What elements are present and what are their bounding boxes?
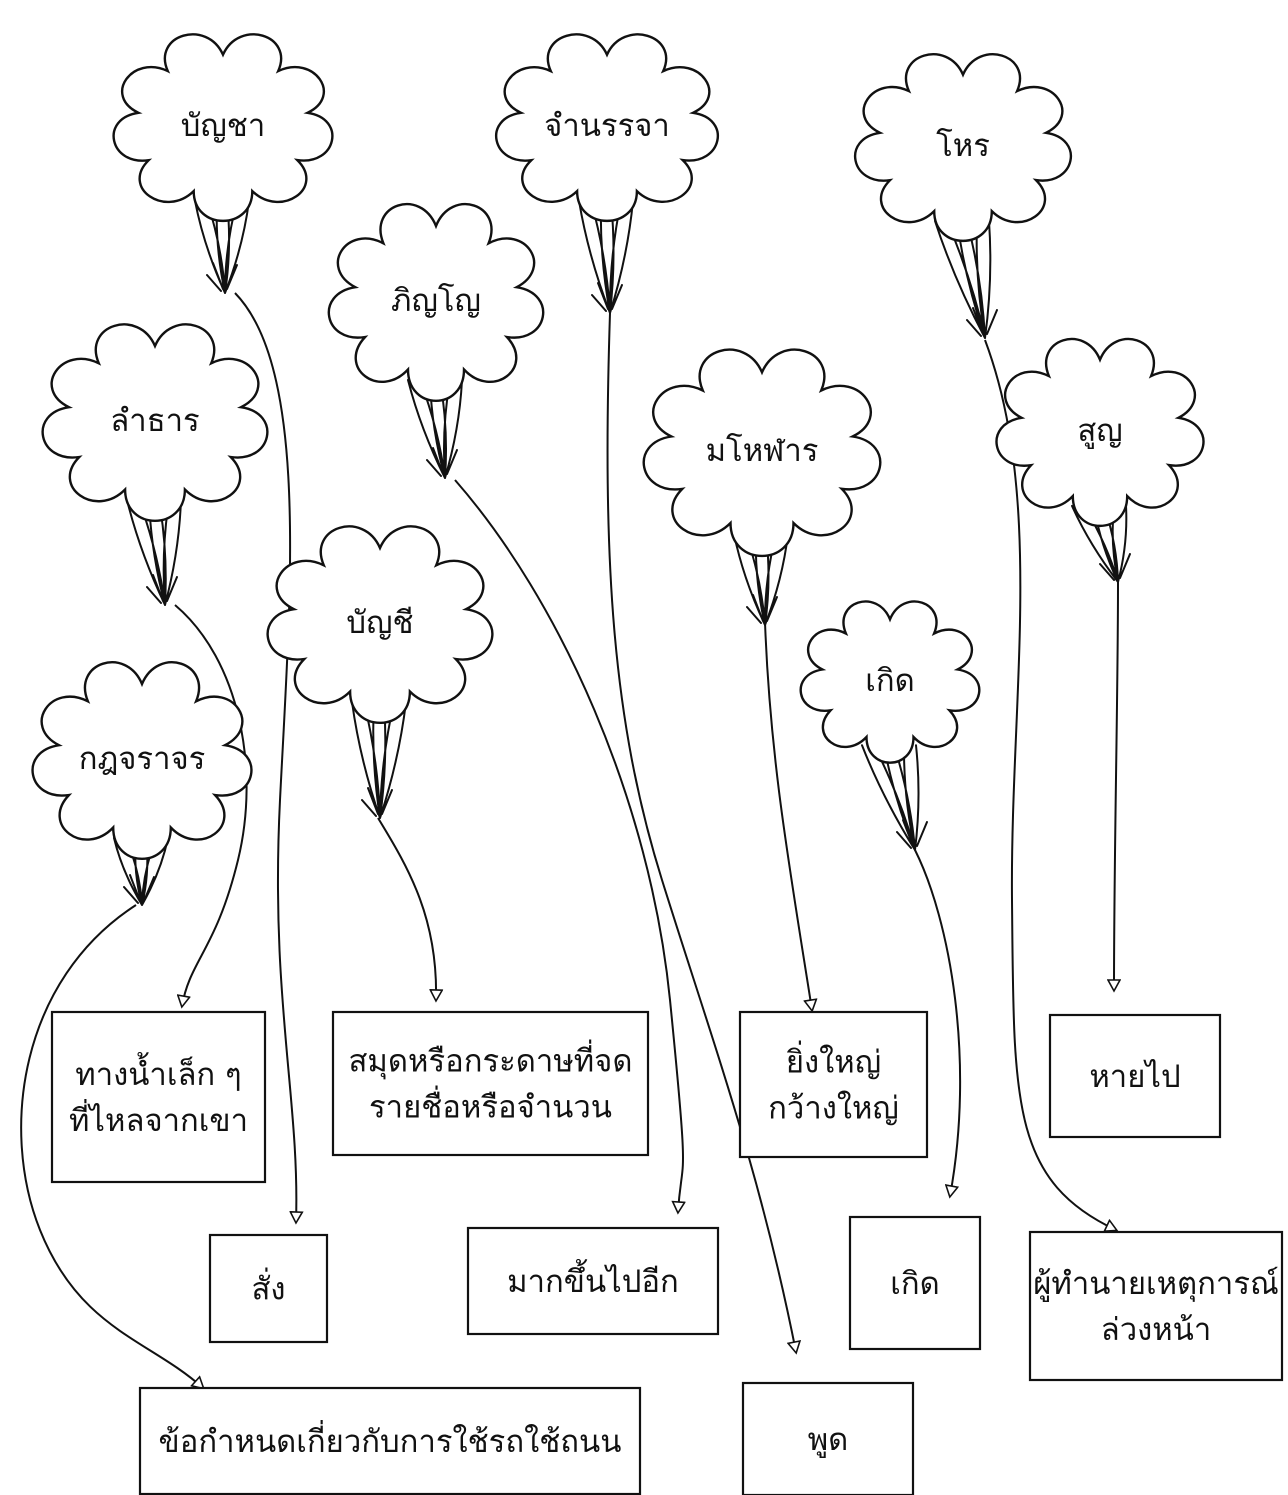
cloud-word-label: ลำธาร <box>110 403 199 439</box>
link-banchi-notebook <box>377 817 436 1000</box>
definition-box-frame <box>466 1226 720 1336</box>
cloud-stem <box>733 533 789 626</box>
definition-text-line: กว้างใหญ่ <box>768 1091 899 1127</box>
definition-box-frame <box>1048 1013 1222 1139</box>
cloud-word-label: จำนรรจา <box>544 108 670 144</box>
cloud-word-label: ภิญโญ <box>391 283 481 319</box>
definition-box-frame <box>738 1010 929 1159</box>
cloud-word-label: บัญชา <box>181 108 266 144</box>
definition-text-line: ที่ไหลจากเขา <box>69 1099 248 1139</box>
definition-box-frame <box>331 1010 650 1157</box>
definition-box-small-stream: ทางน้ำเล็ก ๆที่ไหลจากเขา <box>50 1010 267 1184</box>
definition-text-line: มากขึ้นไปอีก <box>507 1259 679 1300</box>
definition-box-frame <box>50 1010 267 1184</box>
cloud-shape <box>112 33 334 223</box>
definition-box-frame <box>741 1381 915 1495</box>
cloud-word-label: กฎจราจร <box>79 741 206 777</box>
link-lamthan-stream <box>174 604 248 1006</box>
link-chamnanchan-speak <box>606 312 796 1352</box>
cloud-stem <box>1071 504 1131 583</box>
cloud-shape <box>853 53 1073 243</box>
cloud-shape <box>41 323 269 523</box>
cloud-word-label: สูญ <box>1077 413 1122 449</box>
cloud-shape <box>799 600 981 764</box>
definition-text-line: ผู้ทำนายเหตุการณ์ <box>1033 1266 1279 1303</box>
definition-box-more: มากขึ้นไปอีก <box>466 1226 720 1336</box>
definition-text-line: พูด <box>808 1422 849 1458</box>
cloud-word-label: โหร <box>936 128 990 164</box>
cloud-shape <box>266 525 494 725</box>
definition-box-traffic-rules: ข้อกำหนดเกี่ยวกับการใช้รถใช้ถนน <box>138 1386 642 1495</box>
definition-box-frame <box>1028 1230 1284 1382</box>
definition-box-frame <box>138 1386 642 1495</box>
cloud-shape <box>642 348 882 557</box>
definition-box-big: ยิ่งใหญ่กว้างใหญ่ <box>738 1010 929 1159</box>
word-cloud-kot: กฎจราจร <box>31 661 253 906</box>
link-suun-vanish <box>1114 581 1118 990</box>
definition-box-frame <box>208 1233 329 1344</box>
word-cloud-banchha: บัญชา <box>112 33 334 294</box>
definition-boxes: ทางน้ำเล็ก ๆที่ไหลจากเขา สมุดหรือกระดาษที… <box>50 1010 1284 1495</box>
word-cloud-koet: เกิด <box>799 600 981 851</box>
link-banchha-order <box>234 292 296 1222</box>
link-kot-traffic <box>20 904 203 1388</box>
definition-text-line: ยิ่งใหญ่ <box>786 1041 881 1081</box>
word-cloud-banchi: บัญชี <box>266 525 494 819</box>
cloud-stem <box>407 379 463 479</box>
link-phinyo-more <box>454 479 683 1212</box>
word-cloud-chamnanchan: จำนรรจา <box>495 33 719 314</box>
cloud-stem <box>578 199 634 314</box>
cloud-shape <box>995 337 1205 528</box>
definition-box-foreteller: ผู้ทำนายเหตุการณ์ล่วงหน้า <box>1028 1230 1284 1382</box>
definition-box-frame <box>848 1215 982 1351</box>
connector-lines <box>20 292 1118 1388</box>
cloud-stem <box>934 219 998 339</box>
link-horn-foreteller <box>984 339 1116 1230</box>
word-cloud-horn: โหร <box>853 53 1073 339</box>
definition-box-vanish: หายไป <box>1048 1013 1222 1139</box>
cloud-stem <box>194 199 250 294</box>
word-cloud-suun: สูญ <box>995 337 1205 583</box>
definition-text-line: สั่ง <box>251 1268 285 1308</box>
cloud-stem <box>126 499 182 606</box>
definition-box-speak: พูด <box>741 1381 915 1495</box>
cloud-word-label: บัญชี <box>346 605 413 641</box>
link-koet-born <box>914 849 962 1196</box>
cloud-shape <box>31 661 253 861</box>
definition-text-line: เกิด <box>890 1266 940 1302</box>
word-cloud-phinyo: ภิญโญ <box>327 203 545 479</box>
cloud-stem <box>351 701 407 819</box>
definition-text-line: รายชื่อหรือจำนวน <box>369 1086 612 1126</box>
definition-text-line: หายไป <box>1089 1059 1180 1095</box>
definition-text-line: ข้อกำหนดเกี่ยวกับการใช้รถใช้ถนน <box>159 1420 622 1460</box>
cloud-shape <box>327 203 545 403</box>
link-mahan-big <box>764 621 812 1010</box>
cloud-stem <box>113 837 169 906</box>
definition-box-order: สั่ง <box>208 1233 329 1344</box>
cloud-shape <box>495 33 719 223</box>
definition-text-line: ล่วงหน้า <box>1101 1312 1212 1348</box>
definition-text-line: ทางน้ำเล็ก ๆ <box>75 1052 241 1093</box>
word-cloud-lamthan: ลำธาร <box>41 323 269 606</box>
word-cloud-mahan: มโหฬาร <box>642 348 882 626</box>
cloud-stem <box>861 744 928 851</box>
definition-box-born: เกิด <box>848 1215 982 1351</box>
definition-text-line: สมุดหรือกระดาษที่จด <box>349 1040 633 1081</box>
cloud-word-label: เกิด <box>865 663 915 699</box>
cloud-word-label: มโหฬาร <box>706 433 819 469</box>
